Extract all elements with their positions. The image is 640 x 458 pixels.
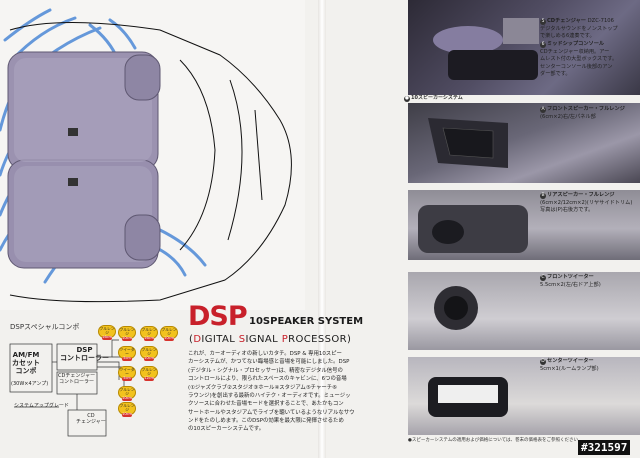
center-tweeter-photo <box>408 357 640 435</box>
footer-note: ●スピーカーシステムの適用および価格については、巻末の価格表をご参照ください。 <box>408 438 583 443</box>
cd-changer-controller-label: CDチェンジャー コントローラー <box>58 373 96 385</box>
dsp-controller-label: DSP コントローラー <box>60 346 109 363</box>
amfm-cassette-label: AM/FM カセット コンポ <box>12 351 40 376</box>
car-cutaway-illustration <box>0 0 305 310</box>
front-tweeter-photo <box>408 272 640 350</box>
cd-changer-label: CD チェンジャー <box>76 413 106 425</box>
cd-changer-photo <box>408 0 640 95</box>
dsp-description: これが、カーオーディオの新しいカタチ。DSP & 専用10スピー カーシステムが… <box>188 351 355 433</box>
dsp-logo: DSP <box>188 301 248 332</box>
rear-speaker-photo <box>408 190 640 260</box>
amp-label: (30W×4アンプ) <box>11 381 49 387</box>
dsp-subtitle: (DIGITAL SIGNAL PROCESSOR) <box>189 334 352 345</box>
front-speaker-graphic <box>428 118 508 168</box>
center-tweeter-graphic <box>428 377 508 417</box>
speaker-system-title: 10SPEAKER SYSTEM <box>249 316 364 327</box>
combo-title: DSPスペシャルコンポ <box>10 323 80 331</box>
catalog-id-stamp: #321597 <box>578 440 631 455</box>
front-tweeter-graphic <box>434 286 478 330</box>
ten-speaker-system-label: ●10スピーカーシステム <box>404 95 463 102</box>
system-cable-label: システムアップグレード <box>14 403 69 409</box>
front-speaker-photo <box>408 103 640 183</box>
car-top-view-graphic <box>0 8 292 303</box>
console-photo-graphic <box>433 18 539 80</box>
rear-speaker-graphic <box>418 205 528 253</box>
page-fold <box>318 0 326 458</box>
